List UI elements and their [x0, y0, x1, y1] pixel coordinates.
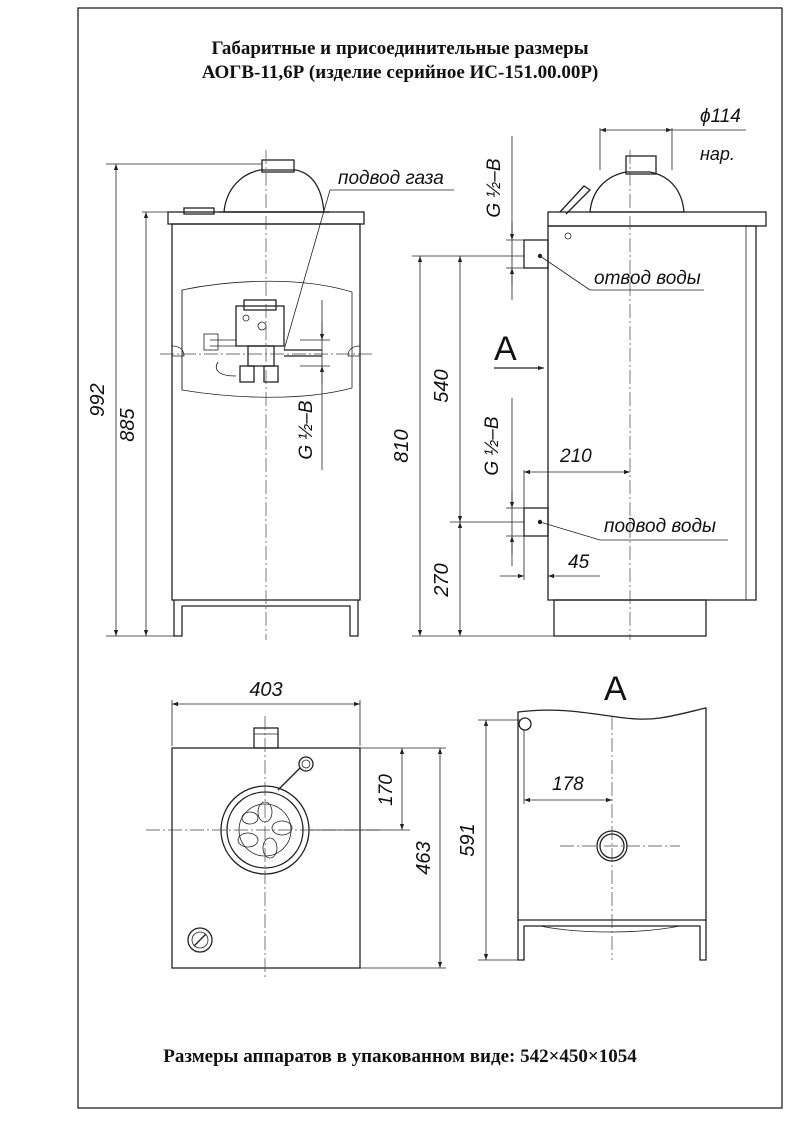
side-view: ϕ114 нар. G ½–B [391, 106, 767, 640]
bottom-thread-label: G ½–B [482, 416, 503, 475]
dim-540: 540 [431, 369, 453, 402]
front-flue-hood [223, 169, 325, 213]
flue-diameter: ϕ114 [700, 106, 741, 127]
dim-992: 992 [87, 383, 109, 416]
view-a-marker: А [494, 330, 517, 368]
dim-885: 885 [117, 407, 139, 441]
sheet-frame [77, 7, 783, 1109]
top-thread-label: G ½–B [484, 158, 505, 217]
drawing-title-line2: АОГВ-11,6Р (изделие серийное ИС-151.00.0… [201, 62, 599, 83]
packaging-dimensions-note: Размеры аппаратов в упакованном виде: 54… [163, 1046, 637, 1067]
view-a-title: А [604, 670, 627, 708]
top-body [171, 747, 361, 969]
water-inlet-pipe [523, 507, 549, 537]
view-a: А 178 591 [457, 670, 707, 961]
dim-170: 170 [376, 774, 397, 806]
water-outlet-label: отвод воды [594, 268, 701, 289]
water-inlet-label: подвод воды [604, 516, 716, 537]
flue-note: нар. [700, 144, 735, 164]
dim-463: 463 [413, 841, 435, 874]
water-outlet-pipe [523, 239, 549, 269]
gas-inlet-label: подвод газа [338, 168, 444, 189]
side-top-cover [547, 211, 767, 227]
dim-270: 270 [431, 563, 453, 597]
view-a-body [517, 707, 707, 921]
front-body [171, 223, 361, 601]
control-knob-icon [187, 927, 213, 953]
dim-45: 45 [568, 552, 590, 573]
dim-810: 810 [391, 429, 413, 462]
dim-403: 403 [249, 679, 282, 701]
dim-210: 210 [559, 446, 592, 467]
front-view: 992 885 G ½–B подвод газа [87, 150, 454, 640]
dim-591: 591 [457, 823, 479, 856]
side-flue-hood [589, 171, 685, 213]
gas-valve-block [203, 299, 322, 383]
dim-178: 178 [552, 774, 584, 795]
gas-thread-label: G ½–B [296, 400, 317, 459]
drawing-title-line1: Габаритные и присоединительные размеры [211, 38, 589, 59]
top-view: 403 170 463 [146, 679, 446, 980]
